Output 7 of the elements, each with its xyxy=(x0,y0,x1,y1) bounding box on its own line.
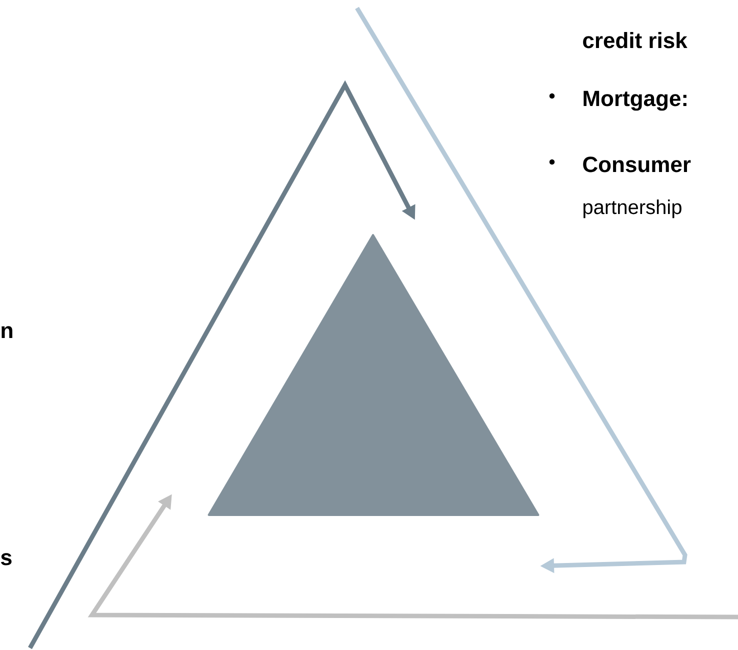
label-text: partnership xyxy=(584,200,682,218)
label-text: credit risk xyxy=(583,32,688,48)
label-text: Consumer xyxy=(583,156,691,172)
label-text: Mortgage: xyxy=(584,90,686,111)
triangle-shape xyxy=(208,234,540,516)
label-text: s xyxy=(0,553,12,566)
label-text: n xyxy=(2,326,12,338)
